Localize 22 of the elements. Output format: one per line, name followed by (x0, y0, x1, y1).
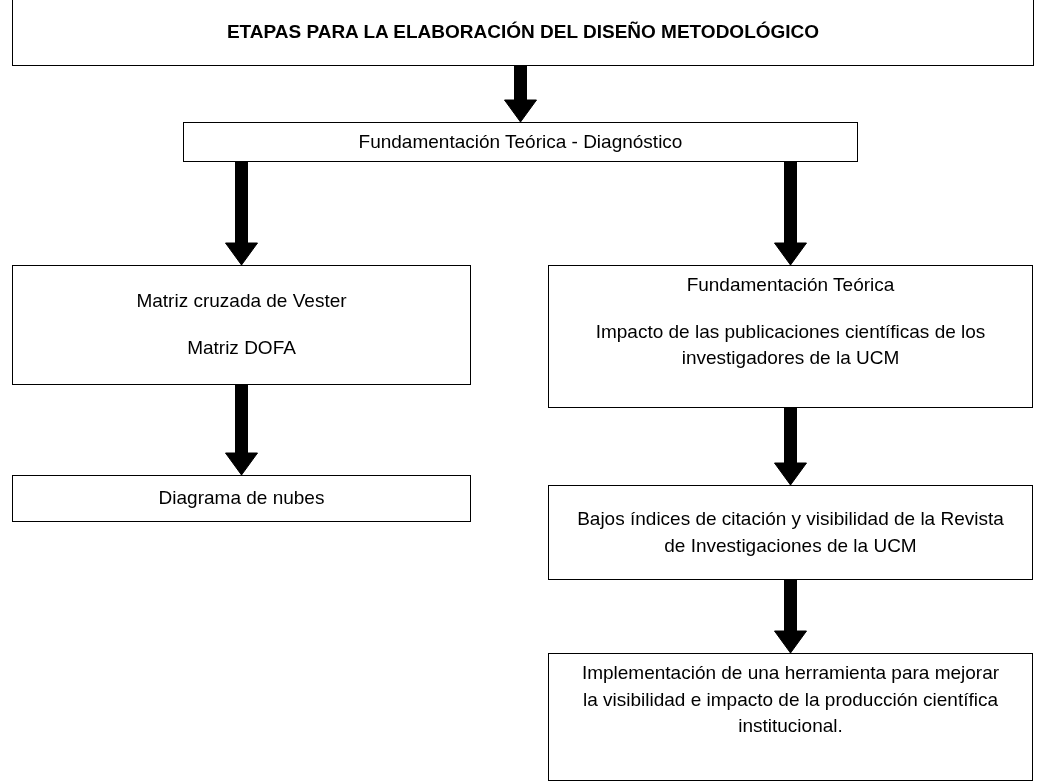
title-box (12, 0, 1034, 66)
box-heading: ETAPAS PARA LA ELABORACIÓN DEL DISEÑO METODOLÓGICO (226, 20, 820, 45)
box-heading: Matriz cruzada de Vester (136, 289, 347, 314)
process-box (548, 485, 1033, 580)
box-text: Diagrama de nubes (158, 486, 325, 511)
arrow (225, 384, 258, 476)
arrow (774, 579, 807, 654)
box-text: Fundamentación Teórica - Diagnóstico (358, 129, 683, 154)
box-text: Implementación de una herramienta para mejorar la visibilidad e impacto de la producción científica institucional. (580, 661, 1001, 739)
arrow (774, 407, 807, 486)
process-box (12, 475, 471, 522)
arrow (225, 161, 258, 266)
process-box (548, 653, 1033, 781)
process-box (183, 122, 858, 162)
process-box (12, 265, 471, 385)
box-heading: Fundamentación Teórica (686, 273, 895, 297)
box-text: Impacto de las publicaciones científicas de los investigadores de la UCM (594, 319, 987, 371)
arrow (504, 65, 537, 123)
box-text: Bajos índices de citación y visibilidad de la Revista de Investigaciones de la UCM (576, 506, 1005, 558)
arrow (774, 161, 807, 266)
box-text: Matriz DOFA (187, 336, 296, 360)
process-box (548, 265, 1033, 408)
